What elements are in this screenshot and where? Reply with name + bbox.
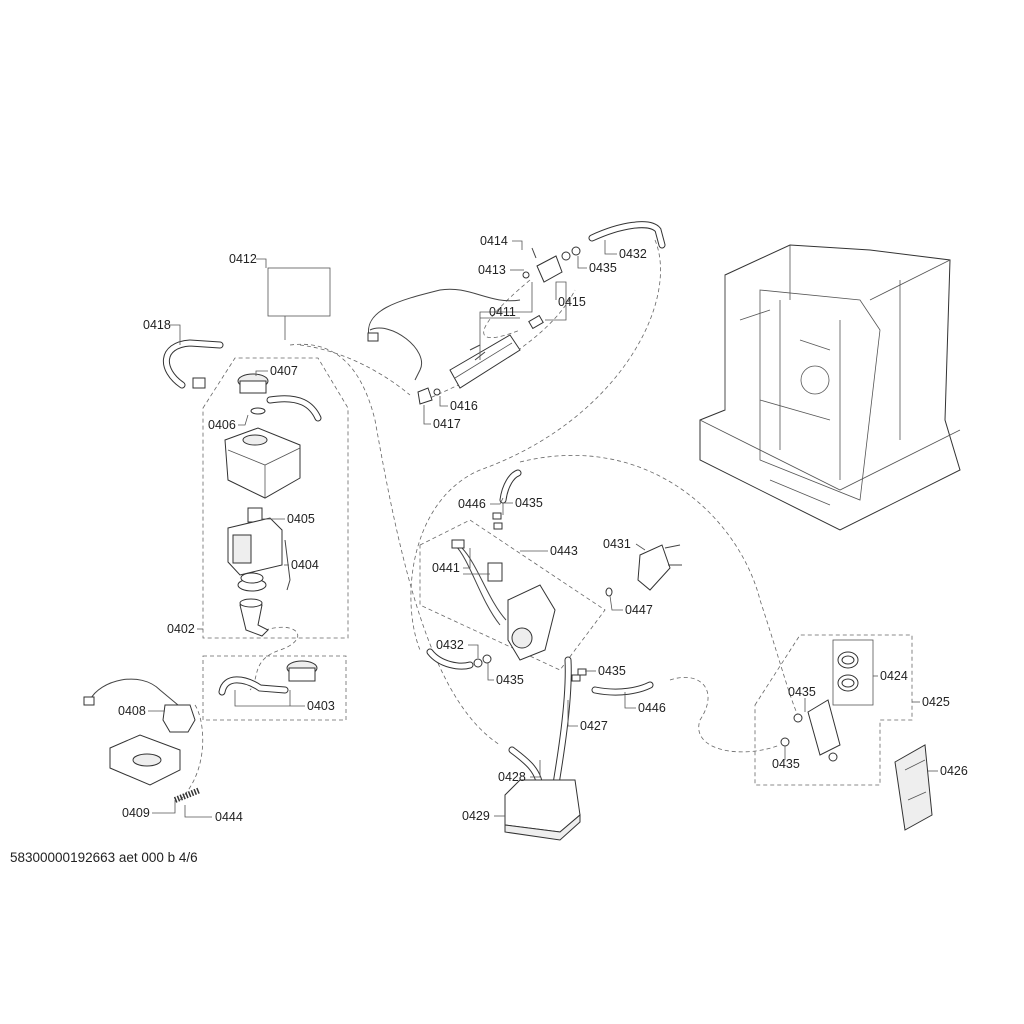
part-label: 0416 [450, 399, 478, 413]
leader-lines [148, 240, 938, 818]
part-label: 0435 [496, 673, 524, 687]
part-label: 0425 [922, 695, 950, 709]
part-label: 0435 [515, 496, 543, 510]
group-boxes [202, 267, 913, 786]
part-label: 0431 [603, 537, 631, 551]
part-label: 0408 [118, 704, 146, 718]
parts-center [426, 469, 682, 841]
part-label: 0417 [433, 417, 461, 431]
part-label: 0411 [489, 305, 516, 319]
part-label: 0406 [208, 418, 236, 432]
part-label: 0418 [143, 318, 171, 332]
part-label: 0432 [619, 247, 647, 261]
machine-housing [699, 244, 961, 531]
part-label: 0441 [432, 561, 460, 575]
parts-heater [367, 221, 666, 405]
part-label: 0426 [940, 764, 968, 778]
part-label: 0435 [598, 664, 626, 678]
part-label: 0444 [215, 810, 243, 824]
part-label: 0435 [589, 261, 617, 275]
part-label: 0446 [638, 701, 666, 715]
part-label: 0428 [498, 770, 526, 784]
part-label: 0427 [580, 719, 608, 733]
part-label: 0403 [307, 699, 335, 713]
parts-right [780, 651, 933, 831]
part-label: 0424 [880, 669, 908, 683]
part-label: 0435 [788, 685, 816, 699]
part-label: 0429 [462, 809, 490, 823]
part-label: 0409 [122, 806, 150, 820]
part-label: 0415 [558, 295, 586, 309]
drawing-reference: 58300000192663 aet 000 b 4/6 [10, 850, 198, 865]
part-label: 0405 [287, 512, 315, 526]
part-label: 0404 [291, 558, 319, 572]
part-label: 0435 [772, 757, 800, 771]
parts-left [83, 339, 322, 803]
part-labels: 0412 0418 0407 0406 0405 0404 0402 0408 … [10, 234, 968, 865]
part-label: 0407 [270, 364, 298, 378]
water-paths [179, 239, 801, 801]
part-label: 0412 [229, 252, 257, 266]
part-label: 0446 [458, 497, 486, 511]
part-label: 0402 [167, 622, 195, 636]
part-label: 0443 [550, 544, 578, 558]
part-label: 0414 [480, 234, 508, 248]
part-label: 0413 [478, 263, 506, 277]
part-label: 0447 [625, 603, 653, 617]
part-label: 0432 [436, 638, 464, 652]
